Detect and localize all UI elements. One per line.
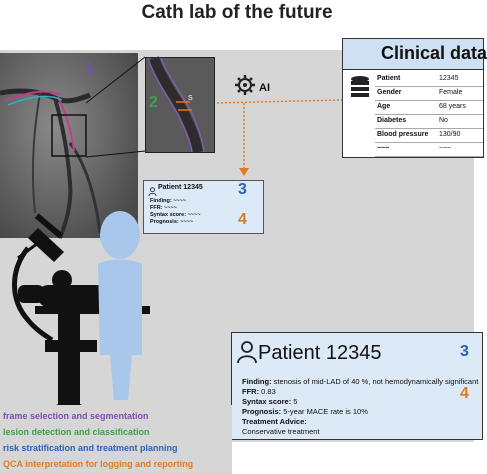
syntax-line: Syntax score: ~~~~ bbox=[150, 212, 201, 218]
step-2-number: 2 bbox=[149, 94, 158, 111]
person-icon bbox=[148, 183, 157, 201]
row-key: Age bbox=[377, 103, 391, 110]
figure-title: Cath lab of the future bbox=[141, 2, 333, 23]
row-value: 68 years bbox=[439, 103, 466, 110]
syntax-value: 5 bbox=[293, 397, 298, 406]
physician-figure bbox=[98, 211, 142, 400]
step-4-number: 4 bbox=[238, 211, 247, 228]
person-icon bbox=[237, 341, 257, 368]
ai-gear-icon bbox=[232, 72, 258, 103]
ffr-line: FFR: 0.83 bbox=[242, 387, 276, 396]
legend-item-4: 4. QCA interpretation for logging and re… bbox=[0, 459, 194, 469]
finding-label: Finding: bbox=[242, 377, 272, 386]
table-row: Age 68 years bbox=[375, 101, 483, 115]
clinical-data-title: Clinical data bbox=[381, 43, 487, 63]
patient-summary-card-large: Patient 12345 Finding: stenosis of mid-L… bbox=[231, 332, 483, 440]
finding-value: stenosis of mid-LAD of 40 %, not hemodyn… bbox=[273, 377, 479, 386]
row-value: 130/90 bbox=[439, 131, 461, 138]
table-row: Patient 12345 bbox=[375, 73, 483, 87]
stenosis-label: S bbox=[188, 95, 193, 102]
prognosis-label: Prognosis: bbox=[242, 407, 282, 416]
row-value: 12345 bbox=[439, 75, 459, 82]
row-value: No bbox=[439, 117, 448, 124]
advice-label: Treatment Advice: bbox=[242, 417, 307, 426]
row-value: ~~~ bbox=[439, 145, 452, 152]
syntax-line: Syntax score: 5 bbox=[242, 397, 297, 406]
ffr-label: FFR: bbox=[242, 387, 260, 396]
syntax-label: Syntax score: bbox=[242, 397, 292, 406]
angiogram-image bbox=[0, 53, 138, 239]
patient-title: Patient 12345 bbox=[258, 342, 382, 364]
clinical-data-table: Patient 12345 Gender Female Age 68 years Di… bbox=[375, 73, 483, 157]
database-icon bbox=[349, 75, 371, 104]
step-1-number: 1 bbox=[85, 60, 94, 77]
ffr-value: 0.83 bbox=[261, 387, 276, 396]
finding-line: Finding: ~~~~ bbox=[150, 198, 187, 204]
patient-summary-card-small: Patient 12345 Finding: ~~~~ FFR: ~~~~ Sy… bbox=[143, 180, 264, 234]
prognosis-line: Prognosis: ~~~~ bbox=[150, 219, 194, 225]
row-key: Patient bbox=[377, 75, 401, 82]
row-key: Blood pressure bbox=[377, 131, 429, 138]
prognosis-value: 5-year MACE rate is 10% bbox=[283, 407, 368, 416]
clinical-data-header: Clinical data bbox=[343, 39, 487, 70]
finding-line: Finding: stenosis of mid-LAD of 40 %, no… bbox=[242, 377, 478, 386]
workflow-legend: 1. frame selection and segmentation 2. l… bbox=[0, 405, 232, 474]
table-row: Blood pressure 130/90 bbox=[375, 129, 483, 143]
connector-lines bbox=[85, 56, 343, 176]
row-value: Female bbox=[439, 89, 463, 96]
legend-item-1: 1. frame selection and segmentation bbox=[0, 411, 149, 421]
row-key: Gender bbox=[377, 89, 402, 96]
clinical-data-panel: Clinical data Patient 12345 Gender Female … bbox=[342, 38, 487, 158]
ffr-line: FFR: ~~~~ bbox=[150, 205, 177, 211]
table-row: Diabetes No bbox=[375, 115, 483, 129]
ai-label: AI bbox=[259, 82, 270, 94]
patient-title: Patient 12345 bbox=[158, 184, 203, 191]
row-key: Diabetes bbox=[377, 117, 407, 124]
legend-item-2: 2. lesion detection and classification bbox=[0, 427, 150, 437]
step-3-number: 3 bbox=[460, 343, 469, 360]
advice-value: Conservative treatment bbox=[242, 427, 320, 436]
step-3-number: 3 bbox=[238, 181, 247, 198]
table-row: Gender Female bbox=[375, 87, 483, 101]
table-row: ~~~ ~~~ bbox=[375, 143, 483, 157]
zoomed-lesion-image bbox=[145, 56, 215, 153]
prognosis-line: Prognosis: 5-year MACE rate is 10% bbox=[242, 407, 368, 416]
row-key: ~~~ bbox=[377, 145, 390, 152]
legend-item-3: 3. risk stratification and treatment pla… bbox=[0, 443, 178, 453]
step-4-number: 4 bbox=[460, 385, 469, 402]
